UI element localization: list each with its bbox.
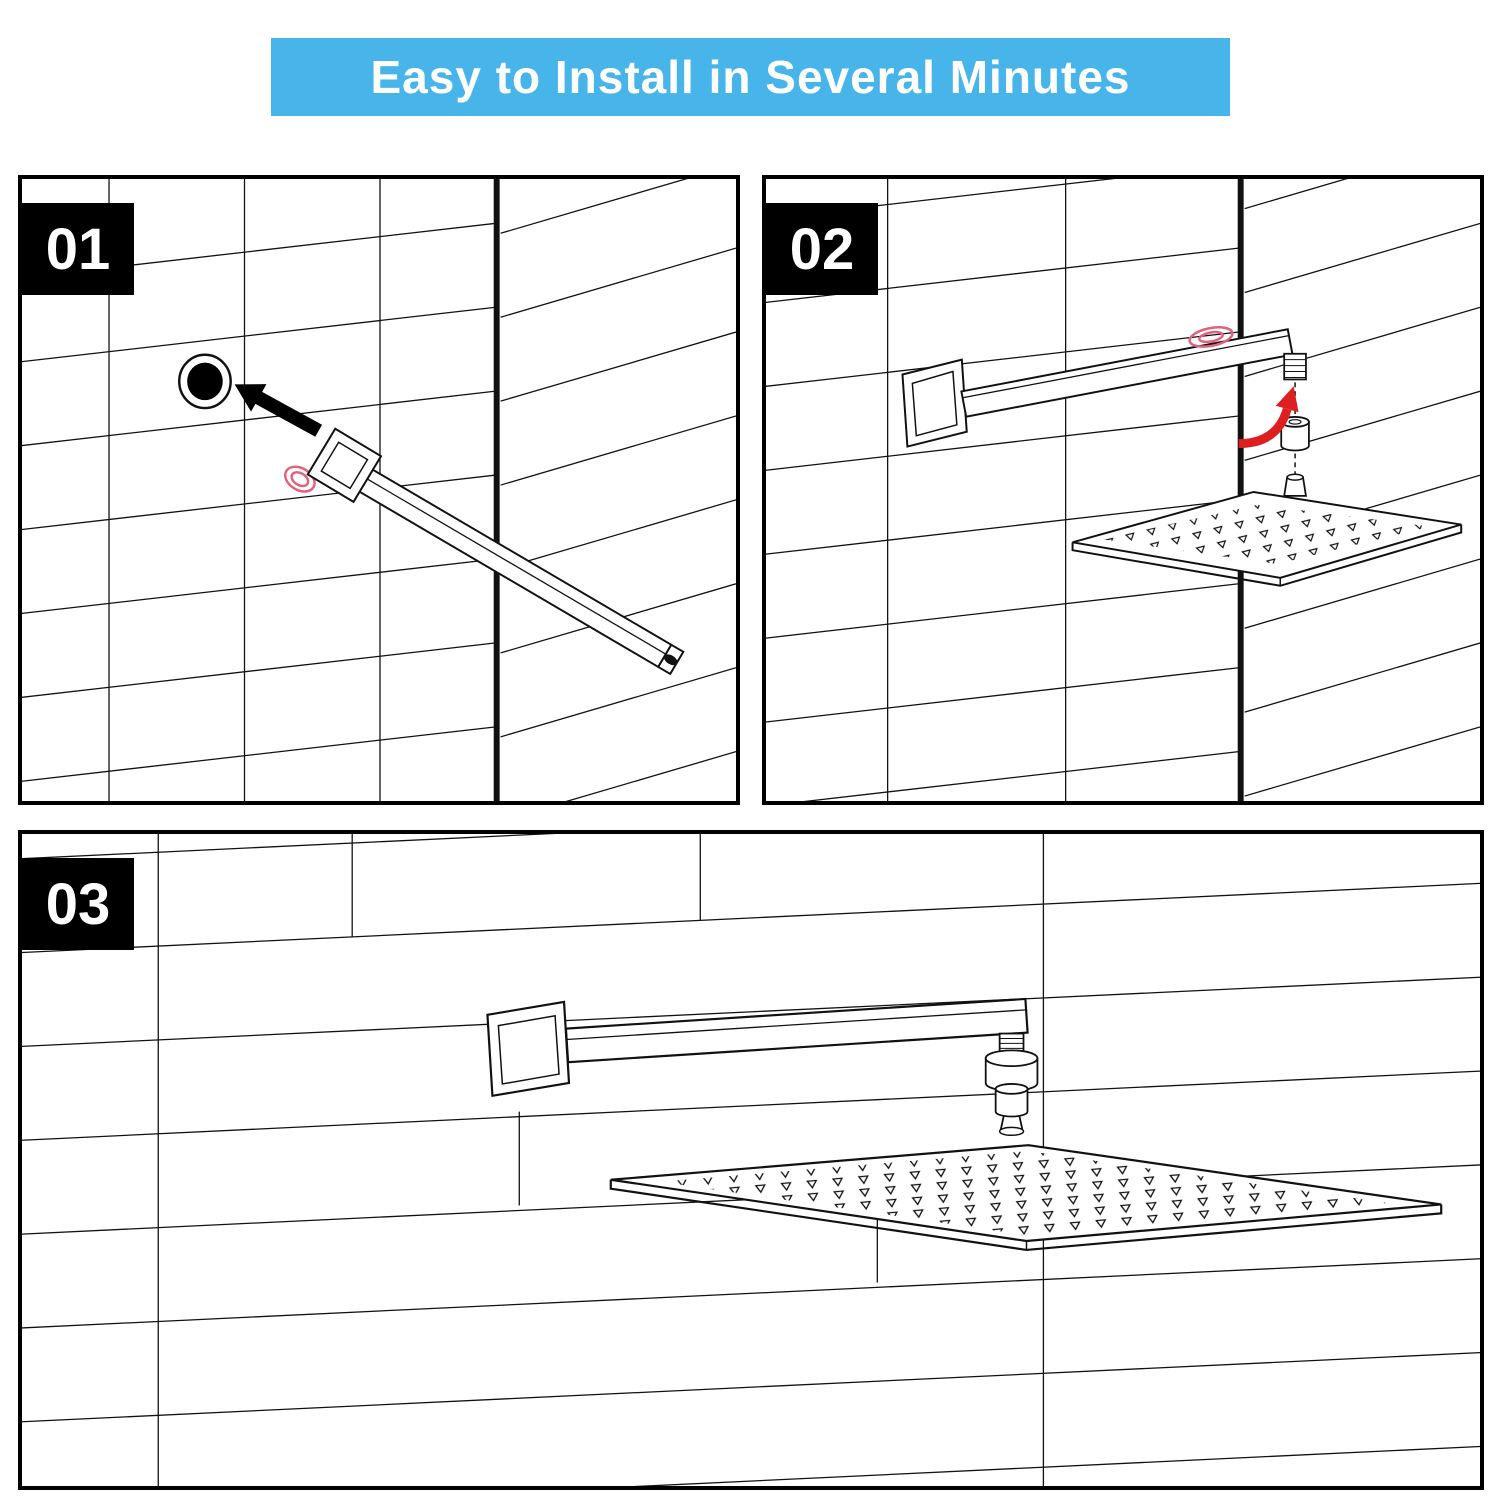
step-number-badge-01: 01 bbox=[22, 203, 134, 295]
step-number: 03 bbox=[45, 871, 111, 937]
shower-head-illustration bbox=[609, 1144, 1443, 1251]
sealing-washers bbox=[283, 465, 316, 493]
sealing-washer-highlight bbox=[1188, 326, 1234, 348]
wall-hole-icon bbox=[178, 353, 232, 410]
shower-arm-illustration bbox=[486, 997, 1029, 1098]
step-number: 01 bbox=[45, 216, 111, 282]
step-03-illustration bbox=[22, 834, 1480, 1486]
threaded-nipple bbox=[1283, 352, 1307, 381]
nozzle-field bbox=[1102, 504, 1431, 565]
shower-arm-illustration bbox=[901, 326, 1307, 448]
connector-assembly bbox=[984, 1032, 1039, 1137]
nozzle-field bbox=[660, 1151, 1392, 1236]
banner-title: Easy to Install in Several Minutes bbox=[370, 51, 1131, 103]
step-number-badge-02: 02 bbox=[766, 203, 878, 295]
tiled-wall bbox=[22, 834, 1480, 1486]
wall-flange bbox=[306, 427, 383, 504]
wall-corner-edge bbox=[1237, 179, 1244, 801]
wall-corner-edge bbox=[493, 179, 500, 801]
step-number: 02 bbox=[789, 216, 855, 282]
arm-outlet-hole bbox=[663, 654, 678, 666]
direction-arrow-icon bbox=[234, 384, 323, 437]
step-panel-01: 01 bbox=[18, 175, 740, 805]
shower-arm-illustration bbox=[283, 427, 685, 676]
step-02-illustration bbox=[766, 179, 1480, 801]
step-panel-03: 03 bbox=[18, 830, 1484, 1490]
step-number-badge-03: 03 bbox=[22, 858, 134, 950]
shower-head-illustration bbox=[1071, 473, 1463, 587]
step-01-illustration bbox=[22, 179, 736, 801]
step-panel-02: 02 bbox=[762, 175, 1484, 805]
tiled-wall bbox=[766, 179, 1480, 801]
banner: Easy to Install in Several Minutes bbox=[271, 38, 1230, 116]
rotate-arrow-icon bbox=[1238, 386, 1299, 449]
